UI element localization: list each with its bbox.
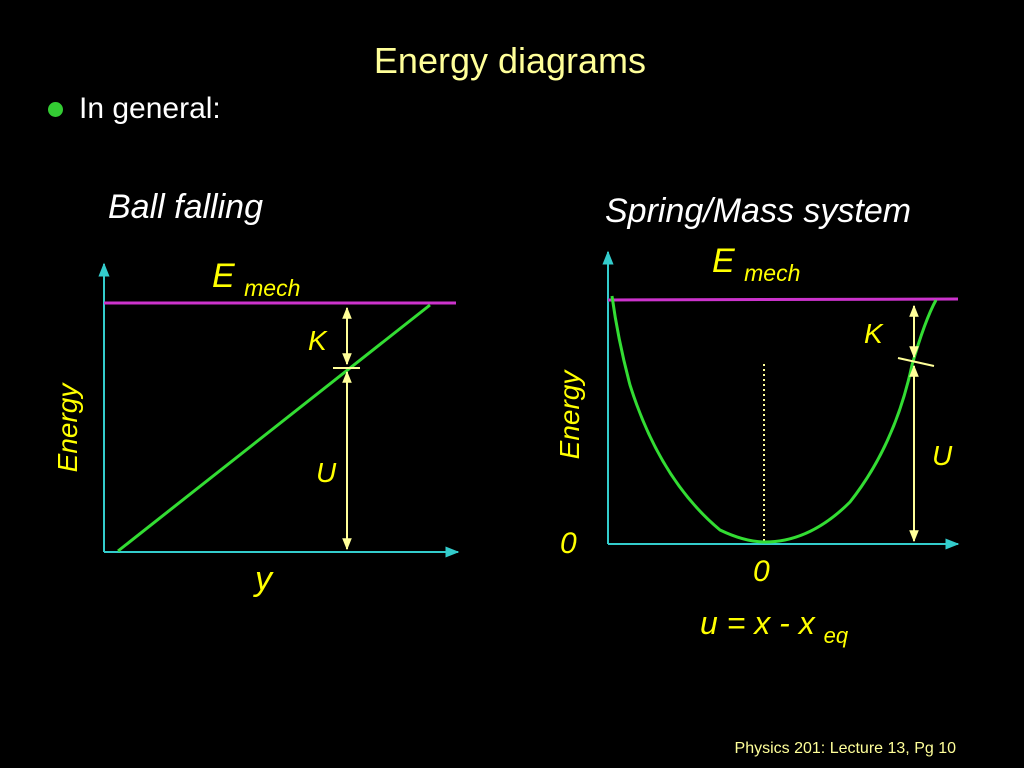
right-emech-main: E: [712, 242, 735, 280]
right-x-axis-formula-main: u = x - x: [700, 605, 816, 641]
left-y-axis-label: Energy: [52, 382, 83, 473]
right-intersection-tick: [897, 357, 935, 367]
left-emech-main: E: [212, 257, 235, 295]
slide-footer: Physics 201: Lecture 13, Pg 10: [734, 740, 956, 757]
right-x-axis-formula-sub: eq: [824, 623, 849, 648]
right-diagram: Spring/Mass system E mech K U 0 0 u = x …: [554, 192, 960, 648]
left-emech-label: E mech: [212, 257, 300, 301]
right-x-origin-label: 0: [753, 555, 770, 588]
left-emech-sub: mech: [244, 275, 300, 301]
right-u-label: U: [932, 440, 953, 471]
right-y-origin-label: 0: [560, 527, 577, 560]
right-y-axis-label: Energy: [554, 369, 585, 460]
bullet-text: In general:: [79, 92, 221, 125]
left-u-label: U: [316, 457, 337, 488]
right-emech-line: [607, 297, 959, 302]
left-k-label: K: [308, 325, 328, 356]
right-emech-label: E mech: [712, 242, 800, 286]
left-heading: Ball falling: [108, 188, 263, 226]
right-potential-parabola: [610, 295, 938, 544]
bullet-dot-icon: [48, 101, 63, 117]
slide-title: Energy diagrams: [373, 40, 647, 81]
right-emech-sub: mech: [744, 260, 800, 286]
left-diagram: Ball falling E mech K U y Energy: [52, 188, 460, 598]
left-x-axis-label: y: [253, 560, 274, 598]
bullet-item: In general:: [48, 92, 221, 126]
right-x-axis-formula: u = x - x eq: [700, 605, 849, 648]
left-potential-line: [117, 303, 431, 553]
right-k-label: K: [864, 318, 884, 349]
right-heading: Spring/Mass system: [605, 192, 911, 230]
